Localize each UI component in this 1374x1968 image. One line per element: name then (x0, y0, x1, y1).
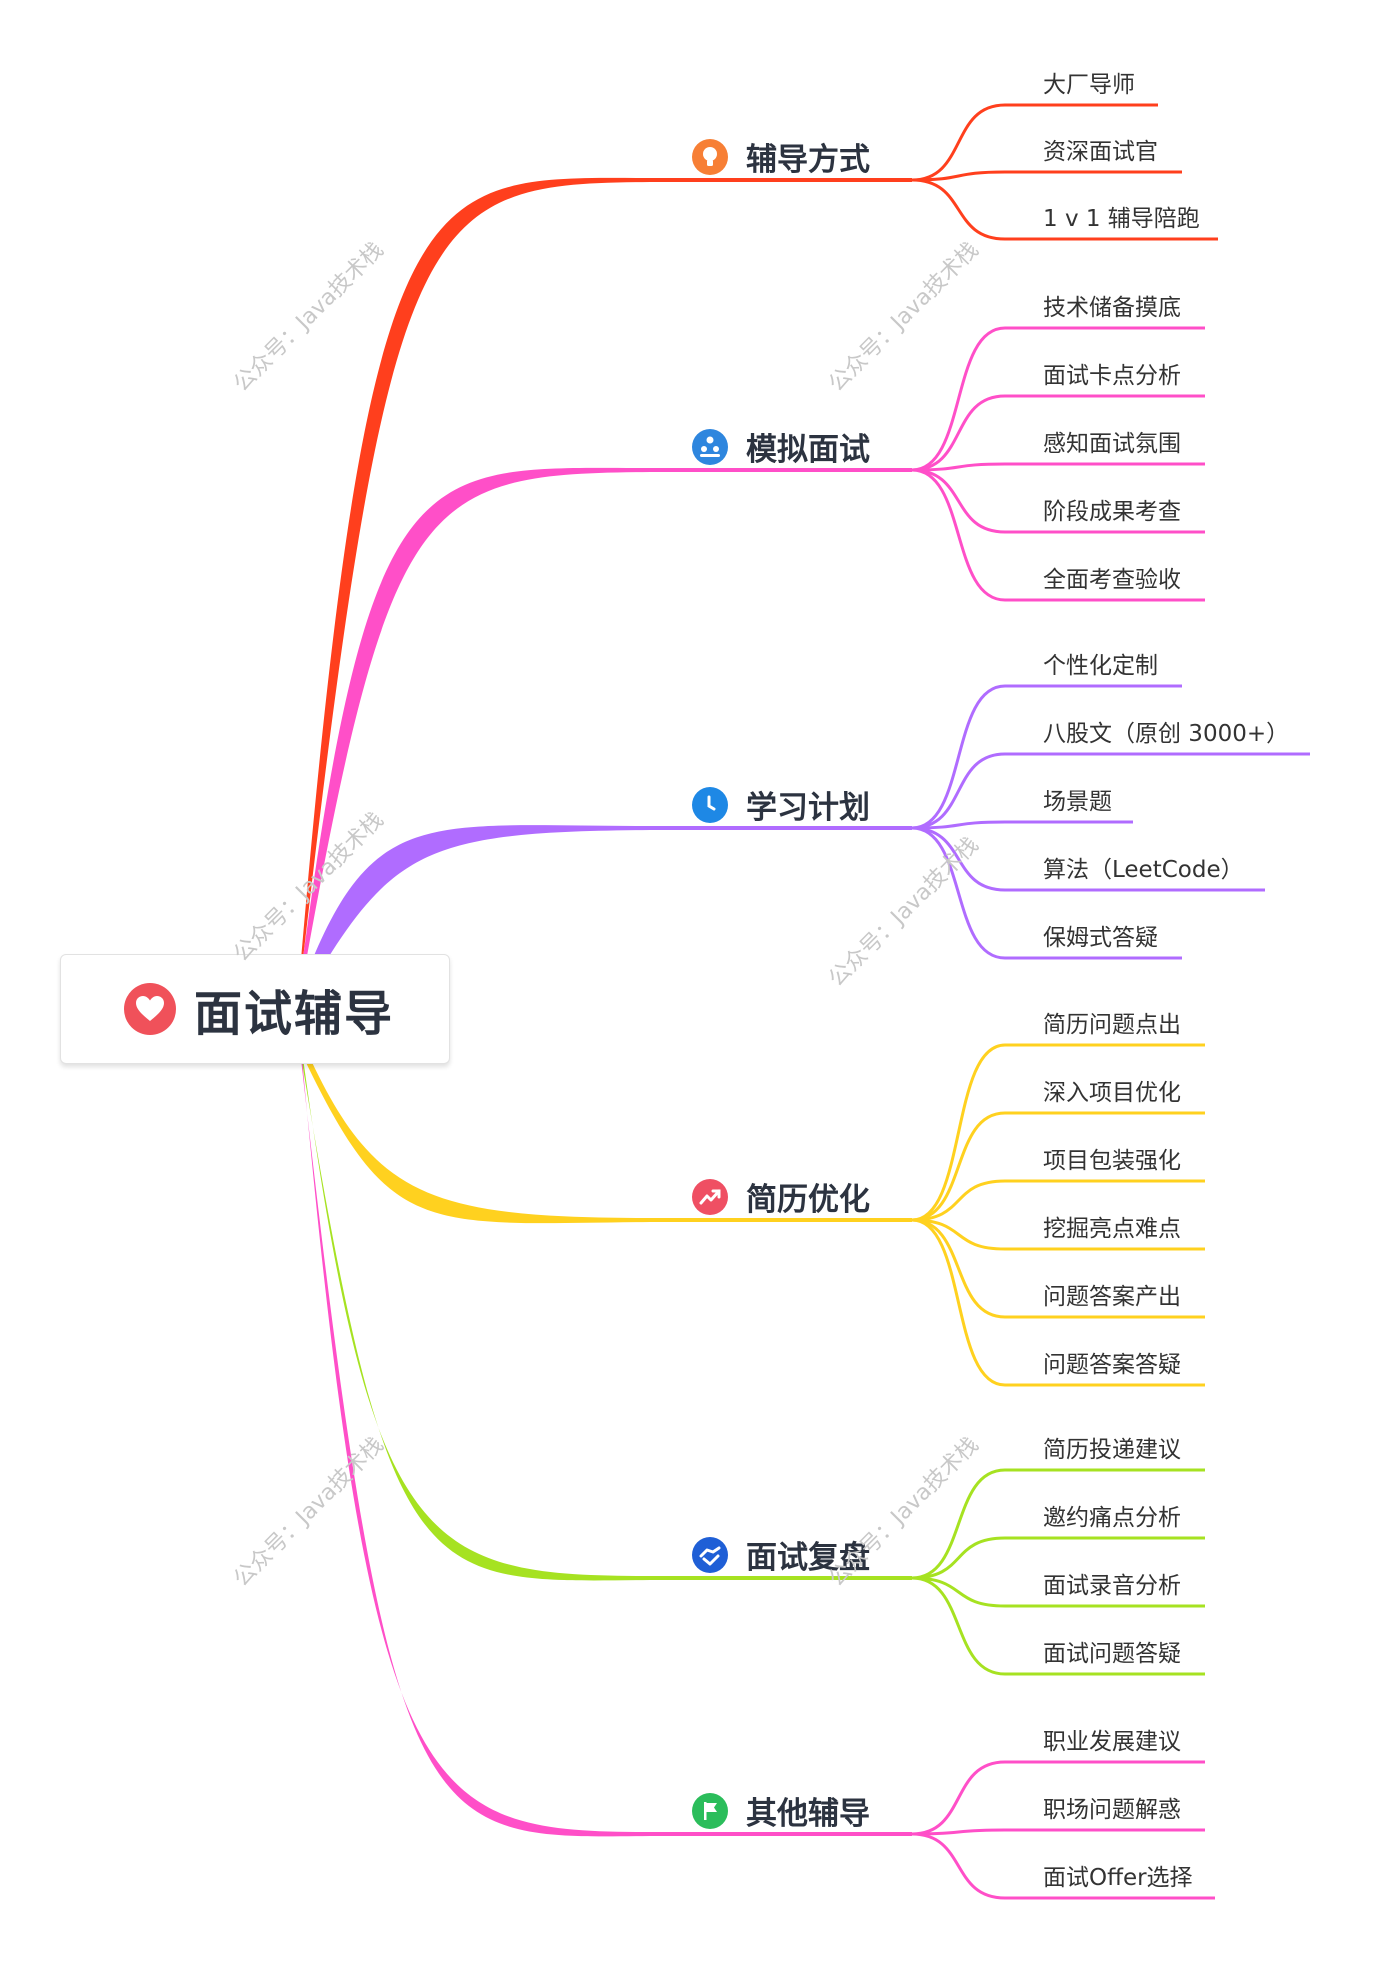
leaf-node[interactable]: 挖掘亮点难点 (1043, 1216, 1181, 1242)
branch-node[interactable]: 简历优化 (692, 1174, 870, 1219)
branch-node[interactable]: 面试复盘 (692, 1532, 870, 1577)
heart-icon (124, 983, 176, 1035)
leaf-node[interactable]: 简历投递建议 (1043, 1437, 1181, 1463)
leaf-node[interactable]: 职业发展建议 (1043, 1729, 1181, 1755)
leaf-connector (911, 1576, 1205, 1676)
branch-node[interactable]: 其他辅导 (692, 1788, 870, 1833)
lightbulb-icon (692, 138, 728, 175)
branch-label: 模拟面试 (746, 432, 870, 468)
trend-icon (692, 1178, 728, 1215)
leaf-node[interactable]: 保姆式答疑 (1043, 925, 1158, 951)
leaf-connector (911, 752, 1310, 830)
leaf-connector (911, 1536, 1205, 1580)
leaf-connector (911, 826, 1265, 892)
branch-label: 辅导方式 (746, 142, 870, 178)
flag-icon (692, 1792, 728, 1829)
branch-node[interactable]: 模拟面试 (692, 424, 870, 469)
leaf-node[interactable]: 资深面试官 (1043, 139, 1158, 165)
branch-node[interactable]: 学习计划 (692, 782, 870, 827)
people-icon (692, 428, 728, 465)
leaf-connector (911, 326, 1205, 472)
leaf-connector (911, 1576, 1205, 1608)
leaf-connector (911, 1218, 1205, 1251)
leaf-node[interactable]: 职场问题解惑 (1043, 1797, 1181, 1823)
branch-label: 简历优化 (746, 1182, 870, 1218)
branch-connector (300, 1036, 650, 1224)
leaf-node[interactable]: 算法（LeetCode） (1043, 857, 1244, 883)
leaf-connector (911, 820, 1133, 830)
branch-connector (300, 1036, 650, 1581)
leaf-node[interactable]: 面试卡点分析 (1043, 363, 1181, 389)
leaf-connector (911, 1179, 1205, 1222)
leaf-connector (911, 468, 1205, 534)
leaf-node[interactable]: 场景题 (1043, 789, 1112, 815)
handshake-icon (692, 1536, 728, 1573)
leaf-node[interactable]: 深入项目优化 (1043, 1080, 1181, 1106)
leaf-node[interactable]: 八股文（原创 3000+） (1043, 721, 1290, 747)
leaf-connector (911, 1218, 1205, 1387)
leaf-connector (911, 1760, 1205, 1836)
branch-connector (300, 1036, 650, 1837)
leaf-connector (911, 170, 1182, 182)
leaf-node[interactable]: 感知面试氛围 (1043, 431, 1181, 457)
leaf-node[interactable]: 面试录音分析 (1043, 1573, 1181, 1599)
leaf-node[interactable]: 面试Offer选择 (1043, 1865, 1193, 1891)
leaf-node[interactable]: 问题答案答疑 (1043, 1352, 1181, 1378)
root-title: 面试辅导 (194, 986, 395, 1042)
branch-label: 其他辅导 (746, 1796, 870, 1832)
leaf-node[interactable]: 简历问题点出 (1043, 1012, 1181, 1038)
leaf-connector (911, 462, 1205, 472)
leaf-node[interactable]: 全面考查验收 (1043, 567, 1181, 593)
branch-connector (300, 467, 650, 995)
leaf-connector (911, 103, 1158, 182)
branch-connector (300, 177, 650, 985)
leaf-node[interactable]: 阶段成果考查 (1043, 499, 1181, 525)
leaf-node[interactable]: 问题答案产出 (1043, 1284, 1181, 1310)
leaf-connector (911, 1218, 1205, 1319)
leaf-node[interactable]: 项目包装强化 (1043, 1148, 1181, 1174)
root-node[interactable]: 面试辅导 (60, 954, 450, 1064)
leaf-connector (911, 468, 1205, 602)
leaf-node[interactable]: 个性化定制 (1043, 653, 1158, 679)
leaf-node[interactable]: 面试问题答疑 (1043, 1641, 1181, 1667)
leaf-node[interactable]: 技术储备摸底 (1043, 295, 1181, 321)
clock-icon (692, 786, 728, 823)
leaf-connector (911, 826, 1182, 960)
branch-label: 学习计划 (746, 790, 870, 826)
leaf-connector (911, 1468, 1205, 1580)
leaf-connector (911, 1832, 1215, 1900)
leaf-connector (911, 1828, 1205, 1836)
leaf-node[interactable]: 1 v 1 辅导陪跑 (1043, 206, 1200, 232)
leaf-node[interactable]: 大厂导师 (1043, 72, 1135, 98)
leaf-connector (911, 394, 1205, 472)
leaf-connector (911, 1111, 1205, 1222)
leaf-connector (911, 1043, 1205, 1222)
branch-connector (300, 825, 650, 1005)
leaf-connector (911, 684, 1182, 830)
branch-label: 面试复盘 (746, 1540, 870, 1576)
leaf-node[interactable]: 邀约痛点分析 (1043, 1505, 1181, 1531)
branch-node[interactable]: 辅导方式 (692, 134, 870, 179)
leaf-connector (911, 178, 1218, 241)
